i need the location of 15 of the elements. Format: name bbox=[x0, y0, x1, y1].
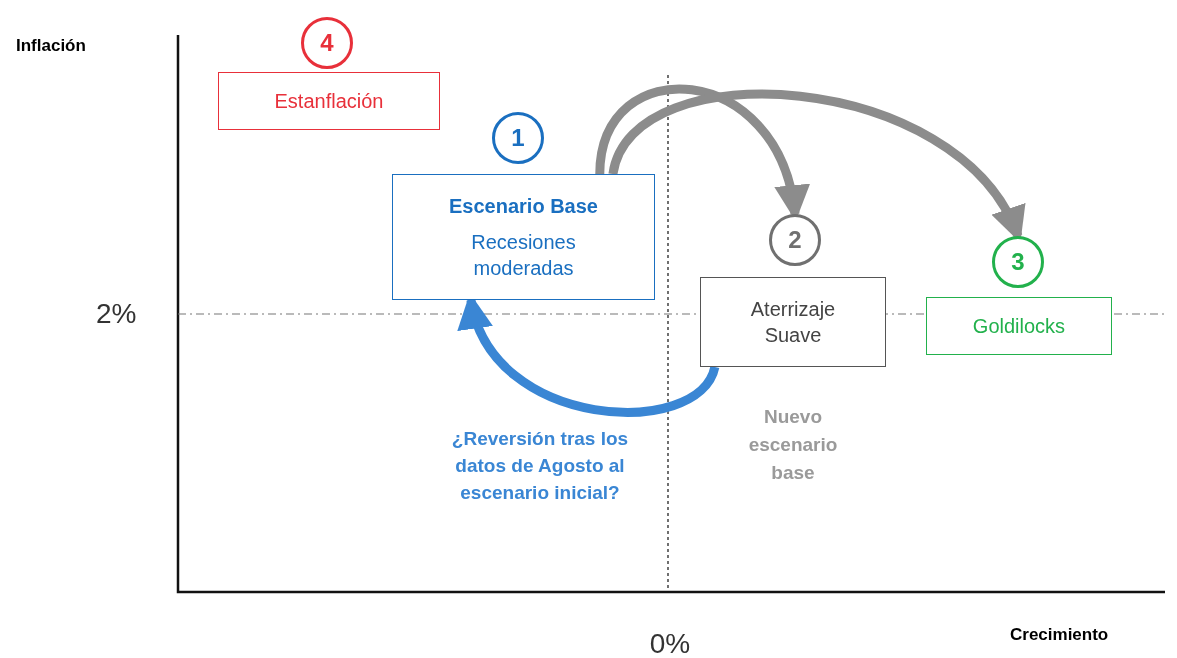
number-circle: 3 bbox=[992, 236, 1044, 288]
axis-label: Inflación bbox=[16, 36, 87, 56]
number-circle: 4 bbox=[301, 17, 353, 69]
scenario-box bbox=[392, 174, 655, 300]
number-circle: 1 bbox=[492, 112, 544, 164]
axis-label: Crecimiento bbox=[1010, 625, 1110, 645]
box-text: Recesiones moderadas bbox=[470, 230, 577, 281]
node-caption: Nuevo escenario base bbox=[747, 405, 839, 485]
scenario-box: Estanflación bbox=[218, 72, 440, 130]
tick-label: 2% bbox=[96, 298, 138, 330]
scenario-box: Goldilocks bbox=[926, 297, 1112, 355]
box-heading: Escenario Base bbox=[449, 194, 598, 219]
scenario-box: Aterrizaje Suave bbox=[700, 277, 886, 367]
tick-label: 0% bbox=[648, 628, 692, 658]
number-circle: 2 bbox=[769, 214, 821, 266]
